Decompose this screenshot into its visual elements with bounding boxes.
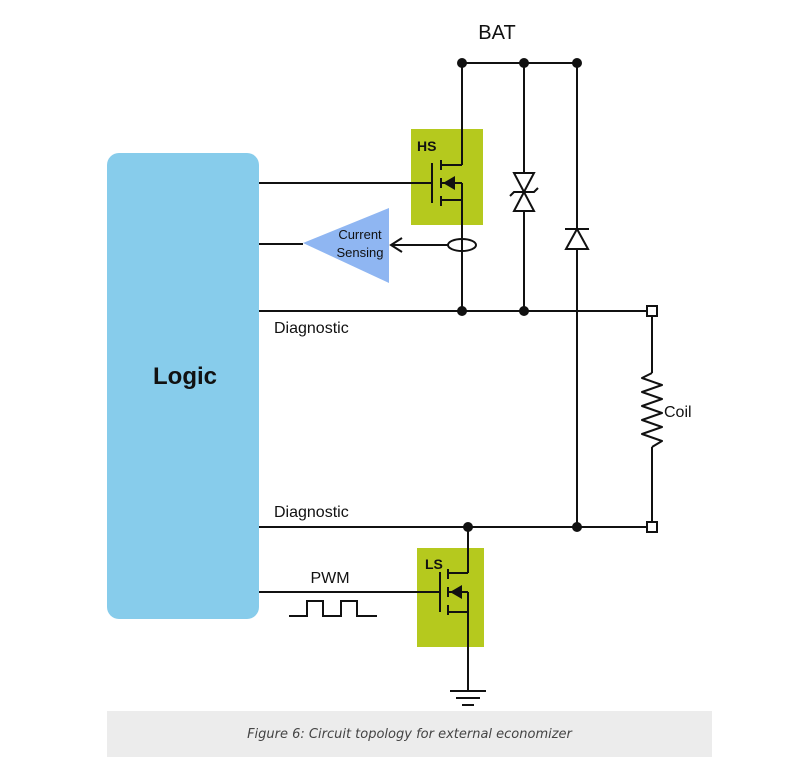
pwm-waveform [289,600,377,617]
low-side-mosfet-box [417,548,484,647]
current-sensing-amplifier [303,208,389,283]
diagnostic-bottom-label: Diagnostic [274,504,349,521]
sense-arrow [389,237,448,253]
diagnostic-top-label: Diagnostic [274,320,349,337]
figure-caption: Figure 6: Circuit topology for external … [247,726,572,742]
high-side-mosfet-box [411,129,483,225]
tvs-diode-symbol [509,172,539,212]
logic-label: Logic [153,363,217,390]
bat-label: BAT [478,22,515,44]
ls-label: LS [425,556,443,572]
low-side-mosfet-symbol [439,569,469,615]
hs-label: HS [417,138,436,154]
current-sensing-label-line2: Sensing [337,245,384,260]
coil-symbol [641,372,663,448]
ground-symbol [450,690,486,706]
figure-caption-box: Figure 6: Circuit topology for external … [107,711,712,757]
high-side-mosfet-symbol [431,160,463,206]
junction-dots [457,58,582,532]
current-sensing-label-line1: Current [338,227,382,242]
pwm-label: PWM [310,570,349,587]
coil-terminals [646,305,658,533]
logic-block [107,153,259,619]
freewheel-diode-symbol [564,226,590,250]
wires [259,62,653,691]
coil-label: Coil [664,404,692,421]
